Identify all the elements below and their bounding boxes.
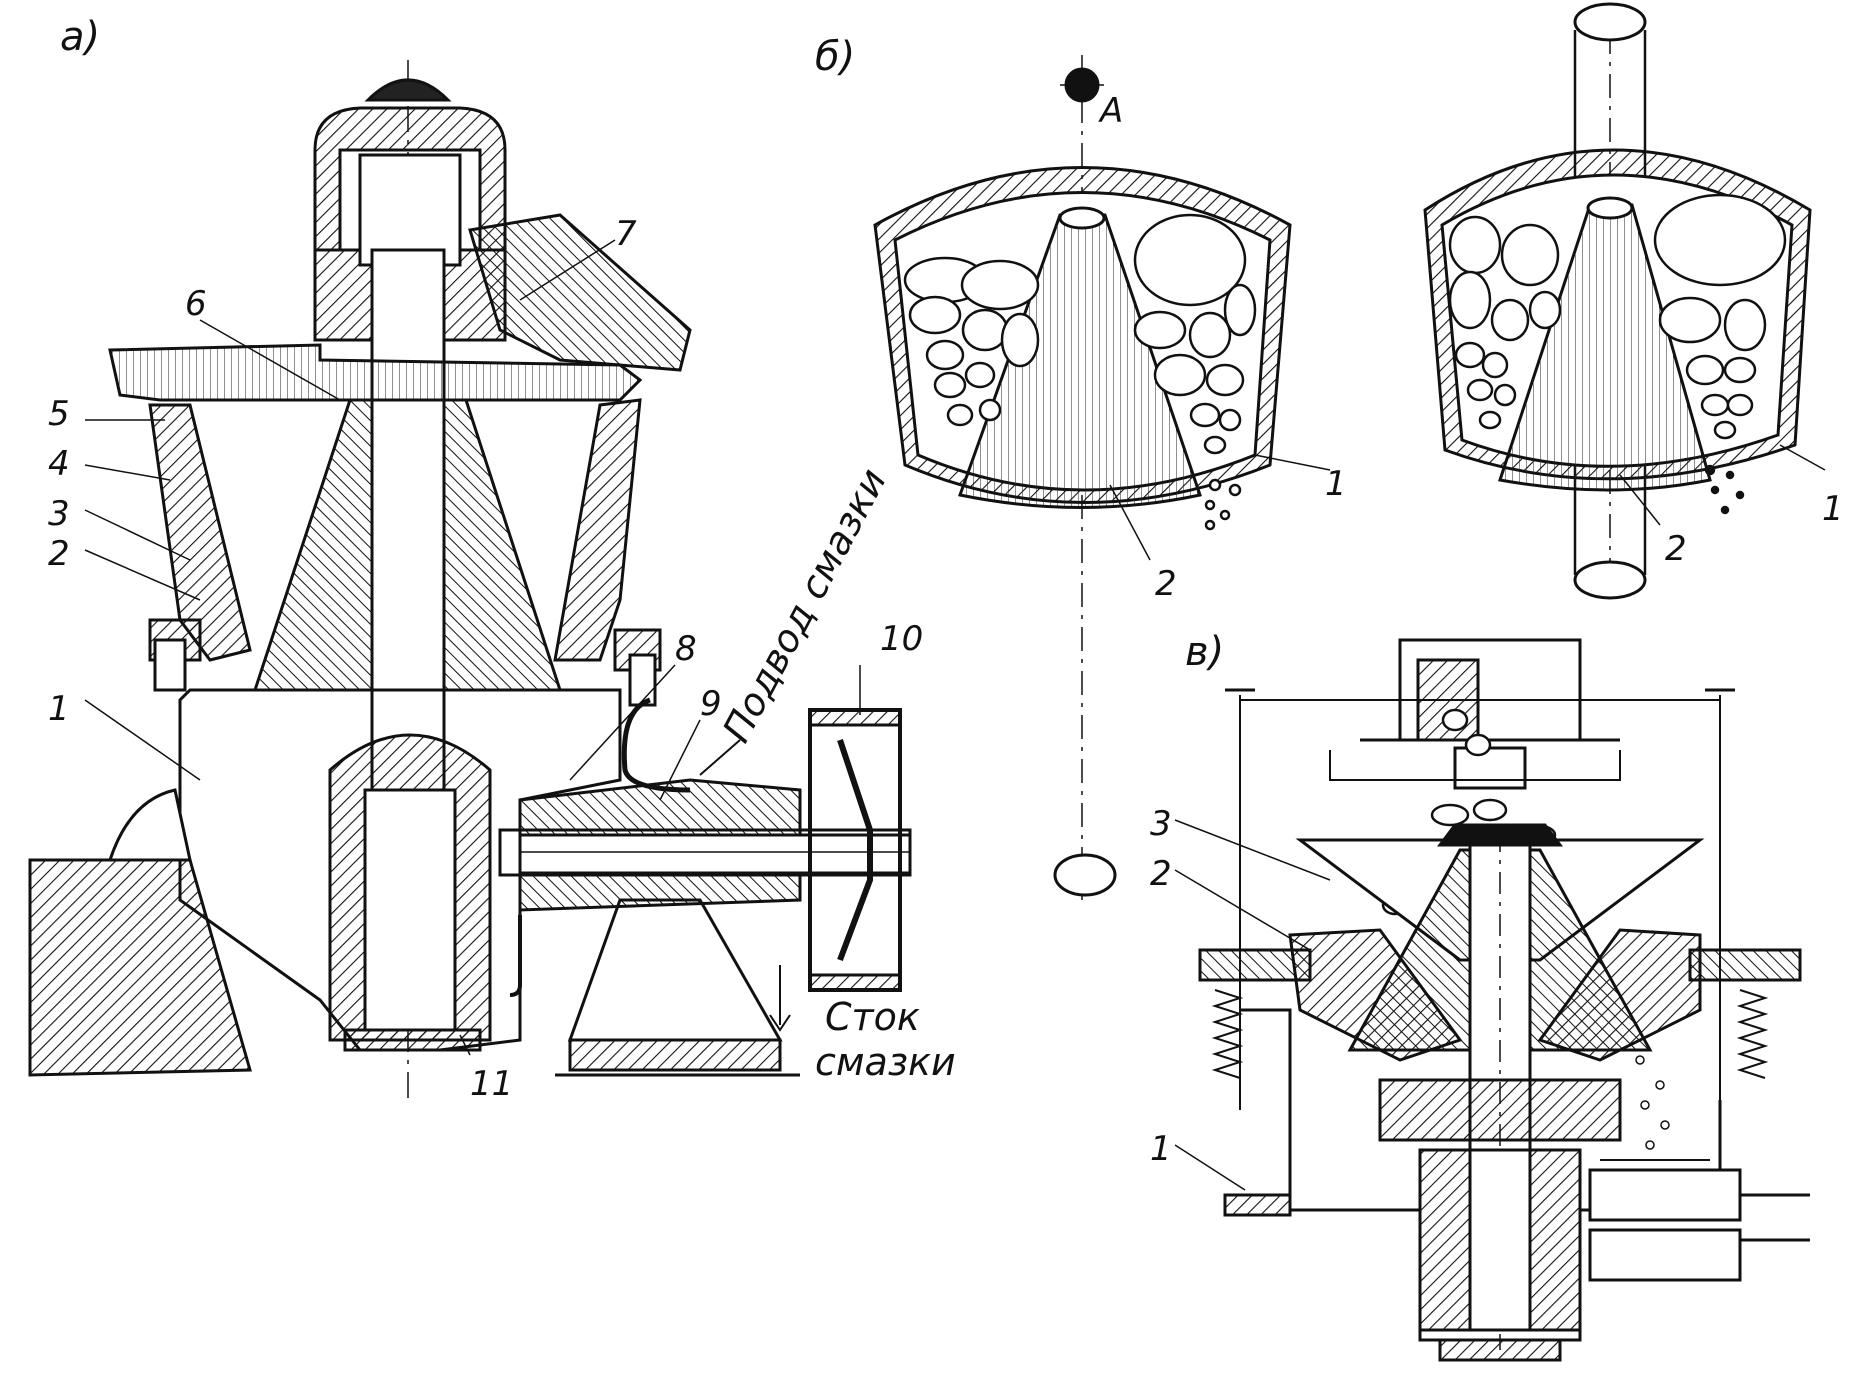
left-callout-2: 2 bbox=[1155, 564, 1177, 604]
callout-6: 6 bbox=[185, 284, 207, 324]
left-callout-1: 1 bbox=[1325, 464, 1347, 504]
panel-a bbox=[28, 60, 912, 1100]
drive-unit bbox=[1588, 1168, 1742, 1222]
callout-4: 4 bbox=[48, 444, 70, 484]
panel-a-label: а) bbox=[60, 14, 100, 60]
panel-c bbox=[1174, 638, 1810, 1362]
panel-b-label: б) bbox=[815, 34, 855, 80]
callout-3: 3 bbox=[48, 494, 70, 534]
lubrication-out-label-2: смазки bbox=[815, 1040, 956, 1084]
point-a-label: A bbox=[1098, 91, 1123, 131]
callout-10: 10 bbox=[880, 619, 923, 659]
bottom-cup bbox=[343, 1028, 482, 1052]
fines-right bbox=[1635, 1055, 1670, 1150]
right-cone bbox=[1498, 203, 1712, 492]
callout-11: 11 bbox=[470, 1064, 513, 1104]
callout-2: 2 bbox=[48, 534, 70, 574]
left-foot bbox=[1223, 1193, 1292, 1217]
callout-7: 7 bbox=[615, 214, 637, 254]
outer-shell-left bbox=[148, 403, 252, 662]
left-cone bbox=[958, 213, 1202, 509]
top-cap bbox=[364, 78, 452, 102]
left-axis-ellipse bbox=[1053, 853, 1117, 897]
panel-c-callout-3: 3 bbox=[1150, 804, 1172, 844]
left-stones bbox=[903, 213, 1257, 531]
cone-cap bbox=[1437, 823, 1563, 847]
right-spring bbox=[1736, 989, 1769, 1079]
callout-5: 5 bbox=[48, 394, 70, 434]
lubrication-in-label: Подвод смазки bbox=[714, 461, 895, 749]
base-left bbox=[28, 858, 252, 1077]
right-stones bbox=[1448, 193, 1787, 515]
callout-1: 1 bbox=[48, 689, 70, 729]
pedestal bbox=[567, 898, 783, 1042]
left-bowl-flange bbox=[1198, 948, 1312, 982]
callout-8: 8 bbox=[675, 629, 697, 669]
left-spring bbox=[1211, 989, 1244, 1079]
feed-spout bbox=[468, 213, 692, 372]
lubrication-out-label-1: Сток bbox=[825, 995, 920, 1039]
outer-shell-right bbox=[553, 398, 642, 662]
panel-c-label: в) bbox=[1185, 629, 1224, 675]
lube-pipe bbox=[621, 697, 691, 793]
feed-plate bbox=[108, 343, 643, 402]
callout-9: 9 bbox=[700, 684, 722, 724]
right-callout-1: 1 bbox=[1822, 489, 1844, 529]
panel-c-callout-1: 1 bbox=[1150, 1129, 1172, 1169]
panel-b bbox=[873, 2, 1826, 900]
panel-c-callout-2: 2 bbox=[1150, 854, 1172, 894]
right-callout-2: 2 bbox=[1665, 529, 1687, 569]
